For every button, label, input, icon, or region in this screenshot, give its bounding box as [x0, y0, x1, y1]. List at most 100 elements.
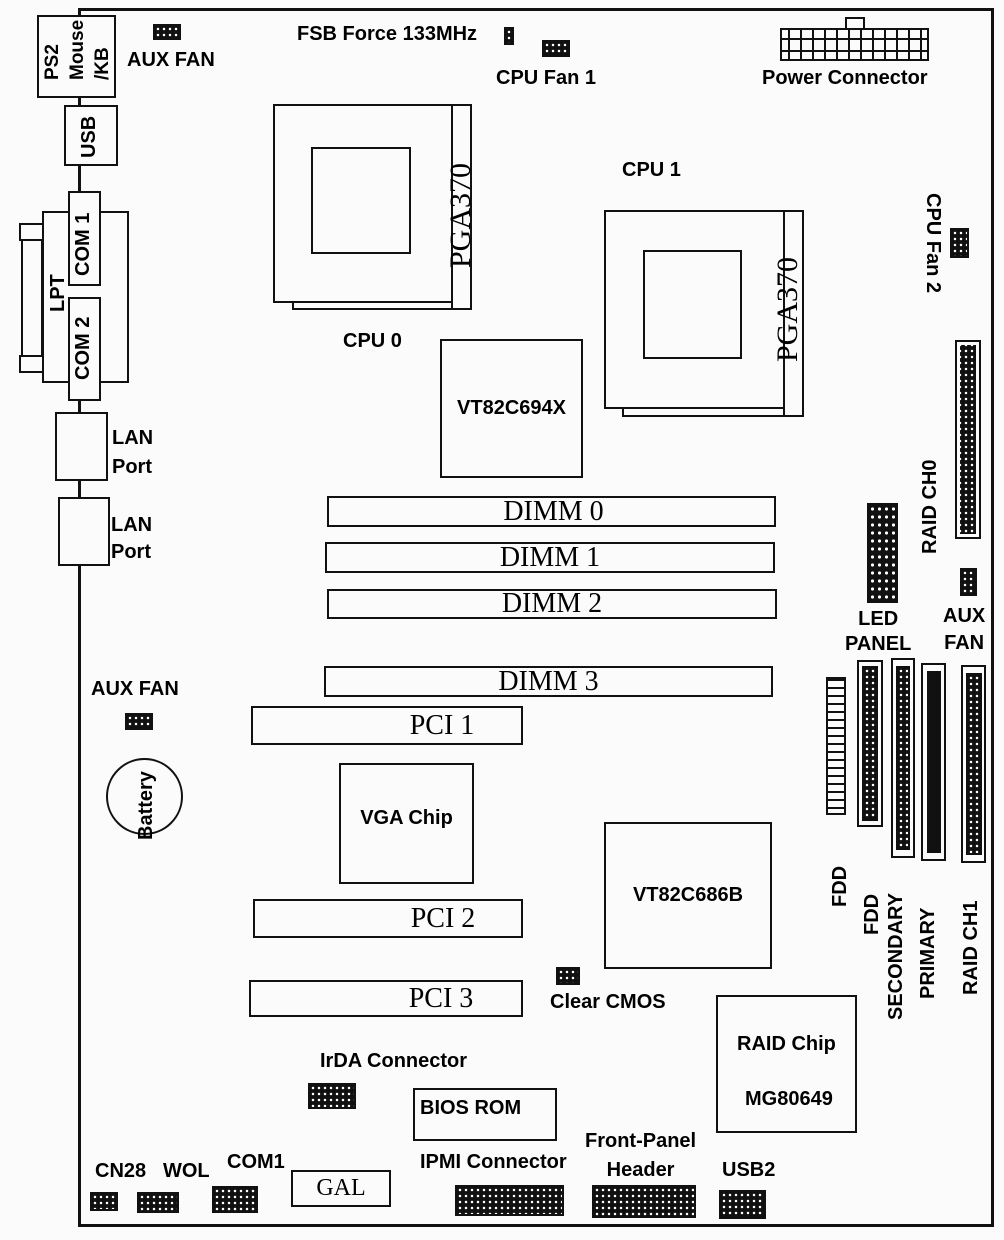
ps2-label-line3: /KB [92, 47, 113, 80]
led-panel-connector [867, 503, 898, 603]
primary-ide-connector [921, 663, 946, 861]
pci-3-label: PCI 3 [408, 982, 474, 1014]
secondary-label: SECONDARY [885, 892, 907, 1020]
aux-fan-right-line1: AUX [943, 605, 986, 627]
aux-fan-right-label: AUX FAN [943, 603, 985, 657]
usb-port [64, 105, 118, 166]
dimm-0-slot[interactable]: DIMM 0 [327, 496, 776, 527]
raid-ch1-pins [966, 673, 982, 855]
raid-chip-model: MG80649 [745, 1088, 833, 1110]
bios-rom [413, 1088, 557, 1141]
wol-label: WOL [163, 1160, 210, 1182]
southbridge-label: VT82C686B [632, 884, 744, 906]
cpu0-socket-label: PGA370 [444, 162, 477, 268]
fdd-label: FDD [861, 893, 883, 935]
ps2-label-line1: PS2 [42, 44, 63, 80]
aux-fan-top-connector [153, 24, 181, 40]
lpt-screw-bottom [19, 355, 44, 373]
aux-fan-left-connector [125, 713, 153, 730]
lpt-label: LPT [47, 274, 69, 312]
com1-port [68, 191, 101, 286]
ipmi-connector [455, 1185, 564, 1216]
com1-header [212, 1186, 258, 1213]
cpu1-socket-lever [783, 210, 804, 417]
battery [106, 758, 183, 835]
cpu-fan1-connector [542, 40, 570, 57]
cpu-fan2-label: CPU Fan 2 [922, 193, 944, 294]
ps2-label-line2: Mouse [67, 19, 88, 80]
pci-2-slot[interactable]: PCI 2 [253, 899, 523, 938]
primary-ide-pins [927, 671, 941, 853]
lan1-line2: Port [112, 456, 152, 478]
lan-port-1 [55, 412, 108, 481]
northbridge-chip: VT82C694X [440, 339, 583, 478]
cpu0-socket-lever [451, 104, 472, 310]
dimm-2-slot[interactable]: DIMM 2 [327, 588, 777, 619]
cpu0-die [311, 147, 411, 254]
lan-port-2-label: LAN Port [111, 512, 152, 566]
lpt-screw-top [19, 223, 44, 241]
vga-chip-label: VGA Chip [360, 807, 453, 829]
dimm-3-label: DIMM 3 [498, 665, 599, 697]
power-connector [780, 28, 929, 61]
aux-fan-right-line2: FAN [944, 632, 985, 654]
bios-rom-label: BIOS ROM [420, 1097, 522, 1119]
primary-label: PRIMARY [917, 907, 939, 999]
wol-connector [137, 1192, 179, 1213]
fdd-pins [862, 666, 878, 821]
fsb-jumper [504, 27, 514, 45]
raid-ch0-connector [955, 340, 981, 539]
com2-port [68, 297, 101, 401]
ps2-port [37, 15, 116, 98]
lpt-side-bar [21, 238, 43, 358]
com2-label: COM 2 [72, 316, 94, 380]
fsb-jumper-label: FSB Force 133MHz [297, 23, 478, 45]
cpu1-die [643, 250, 742, 359]
lan1-line1: LAN [112, 427, 154, 449]
front-panel-line2: Header [606, 1159, 675, 1181]
pci-2-label: PCI 2 [410, 902, 476, 934]
led-panel-line2: PANEL [845, 633, 912, 655]
dimm-1-slot[interactable]: DIMM 1 [325, 542, 775, 573]
cn28-connector [90, 1192, 118, 1211]
aux-fan-left-label: AUX FAN [91, 678, 179, 700]
pci-3-slot[interactable]: PCI 3 [249, 980, 523, 1017]
lan2-line2: Port [111, 541, 151, 563]
cpu0-label: CPU 0 [343, 330, 402, 352]
cpu-fan2-connector [950, 228, 969, 258]
cn28-label: CN28 [95, 1160, 147, 1182]
clear-cmos-label: Clear CMOS [550, 991, 666, 1013]
dimm-1-label: DIMM 1 [499, 541, 601, 573]
irda-label: IrDA Connector [320, 1050, 468, 1072]
raid-ch1-label: RAID CH1 [960, 900, 982, 995]
cpu1-label: CPU 1 [622, 159, 681, 181]
battery-label: Battery [135, 771, 157, 840]
dimm-3-slot[interactable]: DIMM 3 [324, 666, 773, 697]
board-outline [78, 8, 994, 1227]
usb2-label: USB2 [722, 1159, 776, 1181]
pci-1-label: PCI 1 [409, 709, 475, 741]
secondary-ide-connector [891, 658, 915, 858]
fdd-power-label: FDD [829, 865, 851, 907]
usb2-connector [719, 1190, 766, 1219]
cpu1-socket-label: PGA370 [771, 256, 804, 362]
gal-chip: GAL [291, 1170, 391, 1207]
cpu-fan1-label: CPU Fan 1 [496, 67, 597, 89]
clear-cmos-jumper [556, 967, 580, 985]
pci-1-slot[interactable]: PCI 1 [251, 706, 523, 745]
lan2-line1: LAN [111, 514, 153, 536]
aux-fan-top-label: AUX FAN [127, 49, 215, 71]
front-panel-header [592, 1185, 696, 1218]
ps2-label: PS2 Mouse /KB [40, 20, 115, 80]
led-panel-label: LED PANEL [845, 607, 911, 657]
raid-ch1-connector [961, 665, 986, 863]
front-panel-line1: Front-Panel [585, 1130, 697, 1152]
front-panel-label: Front-Panel Header [585, 1127, 696, 1185]
ipmi-label: IPMI Connector [420, 1151, 567, 1173]
com1-header-label: COM1 [227, 1151, 285, 1173]
southbridge-chip: VT82C686B [604, 822, 772, 969]
raid-ch0-label: RAID CH0 [919, 459, 941, 554]
vga-chip: VGA Chip [339, 763, 474, 884]
fdd-power-connector [826, 677, 846, 815]
